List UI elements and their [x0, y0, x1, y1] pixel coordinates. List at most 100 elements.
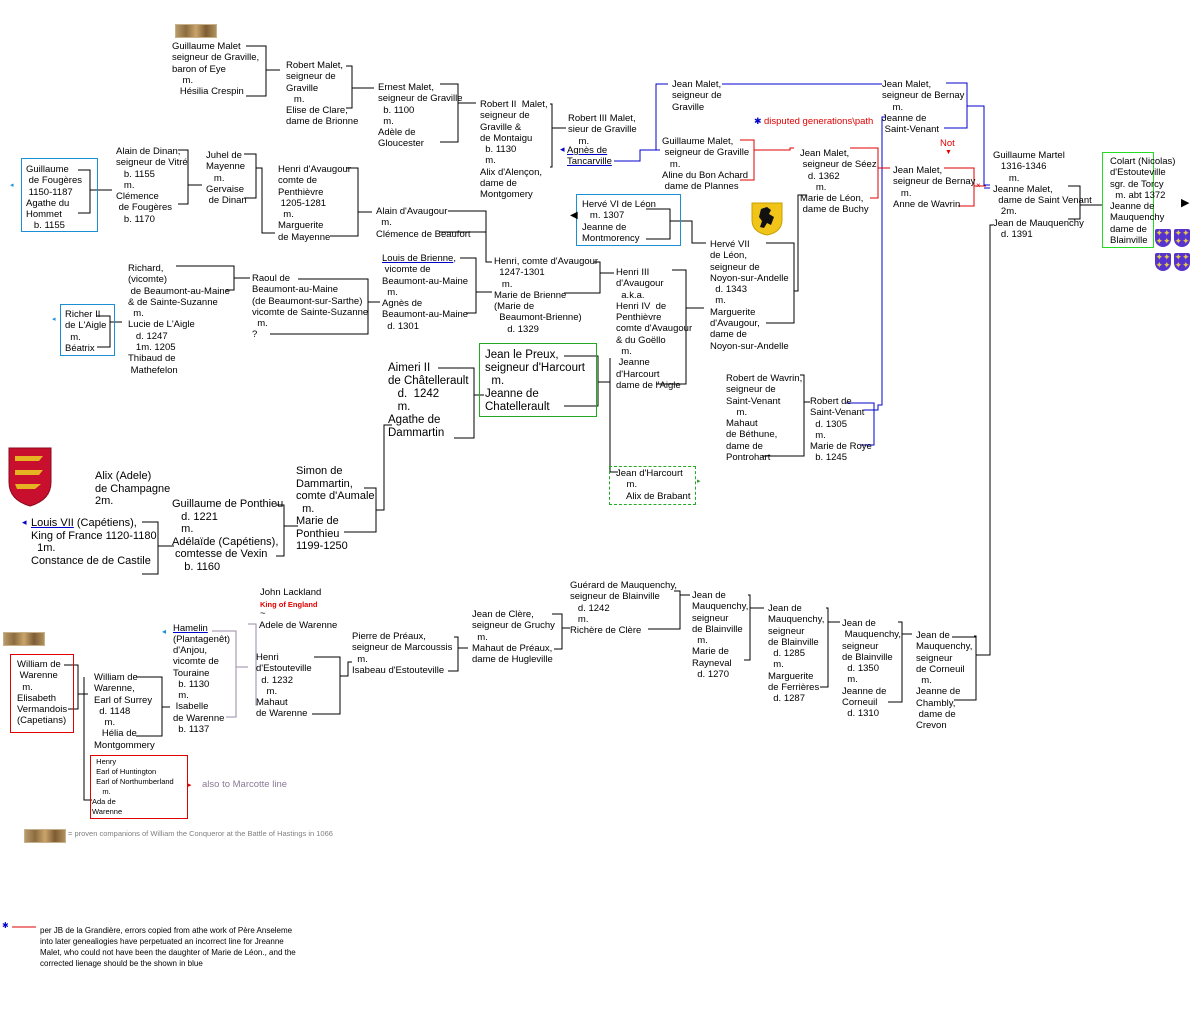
- link-plantagenet[interactable]: (Plantagenêt): [173, 634, 231, 645]
- person-jean-malet-bernay: Jean Malet, seigneur de Bernay m. Jeanne…: [882, 79, 965, 136]
- expand-icon[interactable]: ◂: [10, 182, 14, 189]
- estouteville-arms-icon: ✦✦✦✦: [1155, 252, 1171, 271]
- person-john-lackland: John Lackland: [260, 587, 322, 598]
- line: [820, 607, 829, 688]
- person-jean-mauquenchy-2: Jean de Mauquenchy, seigneur de Blainvil…: [768, 603, 825, 705]
- left-arrow-icon[interactable]: ◀: [570, 210, 578, 221]
- corrected-line: [614, 149, 656, 162]
- incorrect-line: [944, 167, 975, 207]
- corrected-line: [967, 105, 990, 186]
- person-louis-brienne: Louis de Brienne, vicomte de Beaumont-au…: [382, 253, 469, 332]
- colart-box: [1102, 152, 1154, 248]
- line: [440, 83, 459, 143]
- line: [142, 521, 159, 575]
- link-louis-vii[interactable]: Louis VII: [31, 517, 74, 529]
- person-henri-estouteville: Henri d'Estouteville d. 1232 m. Mahaut d…: [256, 652, 312, 720]
- line: [376, 424, 392, 511]
- person-jean-le-preux: Jean le Preux, seigneur d'Harcourt m. Je…: [485, 349, 585, 413]
- left-arrow-icon[interactable]: ◂: [560, 144, 565, 154]
- line: [448, 210, 492, 263]
- line: [744, 594, 751, 661]
- person-jean-malet-seez: Jean Malet, seigneur de Séez d. 1362 m. …: [800, 148, 877, 216]
- down-arrow-icon: ▼: [945, 149, 952, 156]
- corrected-line: [846, 402, 875, 446]
- person-guillaume-fougeres: Guillaume de Fougères 1150-1187 Agathe d…: [26, 164, 82, 232]
- right-arrow-icon[interactable]: ▶: [1181, 197, 1190, 209]
- fougeres-box: [21, 158, 98, 232]
- person-hamelin: d'Anjou, vicomte de Touraine b. 1130 m. …: [173, 645, 225, 736]
- line: [83, 677, 92, 801]
- line: [244, 153, 257, 199]
- expand-icon[interactable]: ▸: [188, 782, 192, 789]
- person-guillaume-malet: Guillaume Malet seigneur de Graville, ba…: [172, 41, 260, 98]
- line: [78, 169, 91, 214]
- left-arrow-icon[interactable]: ◂: [162, 627, 167, 636]
- line: [762, 374, 805, 457]
- estouteville-arms-icon: ✦✦✦✦: [1174, 252, 1190, 271]
- estouteville-arms-icon: ✦✦✦✦: [1155, 228, 1171, 247]
- line: [270, 278, 369, 335]
- link-agnes-tancarville[interactable]: Agnès de: [567, 145, 608, 156]
- warenne-line: [248, 623, 258, 706]
- line: [609, 358, 618, 473]
- marcotte-link[interactable]: also to Marcotte line: [202, 779, 288, 790]
- person-robert-ii-malet: Robert II Malet, seigneur de Graville & …: [480, 99, 548, 201]
- person-jean-mauquenchy-4: Jean de Mauquenchy, seigneur de Corneuil…: [916, 630, 973, 732]
- line: [564, 355, 599, 407]
- person-raoul-beaumont: Raoul de Beaumont-au-Maine (de Beaumont-…: [252, 273, 369, 341]
- link-louis-brienne[interactable]: Louis de Brienne: [382, 253, 454, 264]
- legend-badge: [24, 829, 66, 843]
- hastings-companion-badge: [3, 632, 45, 646]
- person-alix-champagne: Alix (Adele) de Champagne 2m.: [95, 470, 171, 507]
- expand-icon[interactable]: ▸: [697, 478, 701, 485]
- line: [1068, 185, 1081, 220]
- person-herve-vii: Hervé VII de Léon, seigneur de Noyon-sur…: [710, 239, 789, 352]
- footnote-text: per JB de la Grandière, errors copied fr…: [40, 926, 296, 968]
- person-william-warenne-1: William de Warenne m. Elisabeth Vermando…: [17, 659, 68, 727]
- person-louis-vii: Louis VII (Capétiens), King of France 11…: [31, 517, 157, 567]
- person-jean-malet-bernay-2: Jean Malet, seigneur de Bernay m. Anne d…: [893, 165, 976, 210]
- line: [312, 656, 341, 715]
- line: [438, 367, 475, 439]
- person-henri-comte-avaugour: Henri, comte d'Avaugour 1247-1301 m. Mar…: [494, 256, 599, 335]
- left-arrow-icon[interactable]: ◂: [22, 517, 27, 527]
- link-tancarville[interactable]: Tancarville: [567, 156, 612, 167]
- not-label: Not: [940, 138, 955, 149]
- line: [952, 636, 977, 701]
- herve-vi-box: [576, 194, 681, 246]
- incorrect-line: [740, 139, 755, 181]
- person-adele-warenne: Adele de Warenne: [259, 620, 338, 631]
- person-william-warenne-2: William de Warenne, Earl of Surrey d. 11…: [94, 672, 155, 751]
- warenne-line: [212, 630, 237, 718]
- person-guillaume-martel: Guillaume Martel 1316-1346 m. Jeanne Mal…: [993, 150, 1092, 241]
- line: [340, 661, 352, 677]
- person-henri-avaugour-penthievre: Henri d'Avaugour comte de Penthièvre 120…: [278, 164, 351, 243]
- person-robert-saint-venant: Robert de Saint-Venant d. 1305 m. Marie …: [810, 396, 872, 464]
- warenne-box: [10, 654, 74, 733]
- person-colart-estouteville: Colart (Nicolas) d'Estouteville sgr. de …: [1110, 156, 1176, 247]
- person-alain-dinan: Alain de Dinan, seigneur de Vitré b. 115…: [116, 146, 188, 225]
- line: [460, 257, 477, 314]
- estouteville-arms-icon: ✦✦✦✦: [1174, 228, 1190, 247]
- line: [346, 65, 353, 109]
- person-pierre-preaux: Pierre de Préaux, seigneur de Marcoussis…: [352, 631, 453, 676]
- person-richard-beaumont: Richard, (vicomte) de Beaumont-au-Maine …: [128, 263, 230, 376]
- line: [552, 613, 563, 650]
- person-guillaume-ponthieu: Guillaume de Ponthieu d. 1221 m. Adélaïd…: [172, 498, 284, 573]
- line: [766, 242, 795, 324]
- person-ernest-malet: Ernest Malet, seigneur de Graville b. 11…: [378, 82, 463, 150]
- person-simon-dammartin: Simon de Dammartin, comte d'Aumale m. Ma…: [296, 465, 375, 552]
- john-lackland-title: King of England: [260, 600, 318, 609]
- legend-text: = proven companions of William the Conqu…: [68, 829, 333, 838]
- jean-harcourt-box: [609, 466, 696, 505]
- line: [178, 149, 189, 205]
- line: [794, 194, 806, 292]
- link-hamelin[interactable]: Hamelin: [173, 623, 208, 634]
- person-herve-vi: Hervé VI de Léon m. 1307 Jeanne de Montm…: [582, 199, 656, 244]
- person-juhel-mayenne: Juhel de Mayenne m. Gervaise de Dinan: [206, 150, 247, 207]
- line: [564, 261, 601, 294]
- john-lackland-marriage: ~: [260, 608, 266, 619]
- expand-icon[interactable]: ◂: [52, 316, 56, 323]
- incorrect-line: [754, 147, 794, 151]
